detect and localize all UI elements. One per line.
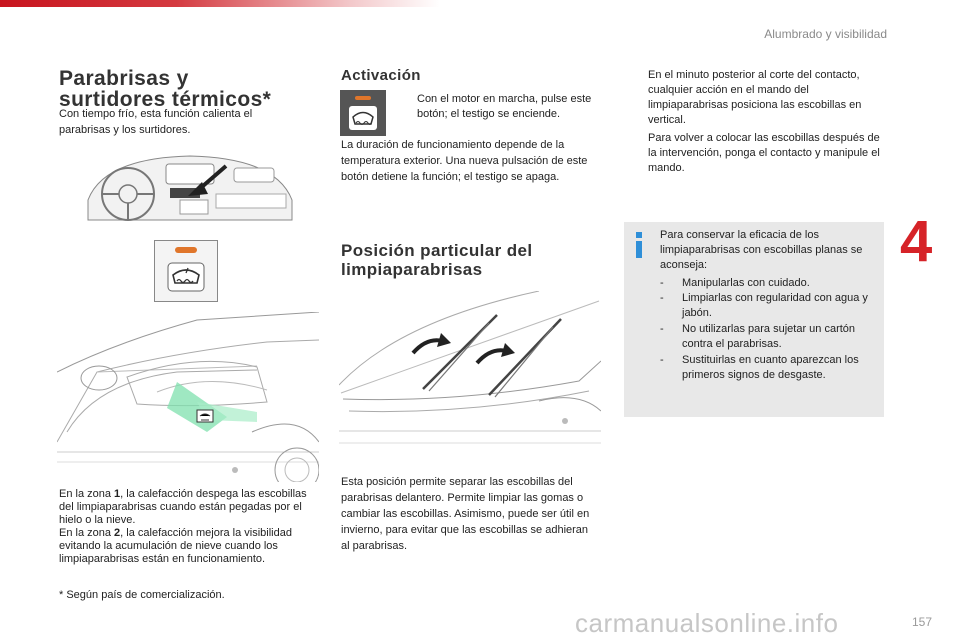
header-accent-bar xyxy=(0,0,440,7)
info-icon xyxy=(631,230,647,260)
section-title: Alumbrado y visibilidad xyxy=(764,27,887,41)
info-box: Para conservar la eficacia de los limpia… xyxy=(624,222,884,417)
activation-title: Activación xyxy=(341,67,421,84)
footnote: * Según país de comercialización. xyxy=(59,589,225,601)
heated-windshield-button xyxy=(154,240,218,302)
activation-bullet: Con el motor en marcha, pulse este botón… xyxy=(417,93,592,120)
zone-1-text: En la zona 1, la calefacción despega las… xyxy=(59,488,307,526)
activation-text: La duración de funcionamiento depende de… xyxy=(341,139,588,183)
zone-2-text: En la zona 2, la calefacción mejora la v… xyxy=(59,527,292,565)
wiper-position-title: Posición particular del limpiaparabrisas xyxy=(341,241,533,279)
info-item: -Manipularlas con cuidado. xyxy=(660,277,810,289)
car-front-figure xyxy=(57,312,319,482)
header-bar xyxy=(0,0,960,10)
info-item: -Sustituirlas en cuanto aparezcan los pr… xyxy=(660,354,859,381)
heated-wipers-intro: Con tiempo frío, esta función calienta e… xyxy=(59,108,253,136)
info-item: -Limpiarlas con regularidad con agua y j… xyxy=(660,292,868,319)
page-number: 157 xyxy=(911,615,932,629)
info-item: -No utilizarlas para sujetar un cartón c… xyxy=(660,323,856,350)
watermark: carmanualsonline.info xyxy=(575,608,839,638)
heated-wipers-title: Parabrisas y surtidores térmicos* xyxy=(59,67,272,111)
info-intro: Para conservar la eficacia de los limpia… xyxy=(660,229,863,271)
wiper-position-figure xyxy=(339,291,601,463)
right-bullet-2: Para volver a colocar las escobillas des… xyxy=(648,132,880,174)
chapter-number: 4 xyxy=(900,209,933,274)
dashboard-figure xyxy=(84,150,296,228)
right-bullet-1: En el minuto posterior al corte del cont… xyxy=(648,69,862,126)
activation-button-icon xyxy=(340,90,386,136)
wiper-position-text: Esta posición permite separar las escobi… xyxy=(341,476,590,552)
